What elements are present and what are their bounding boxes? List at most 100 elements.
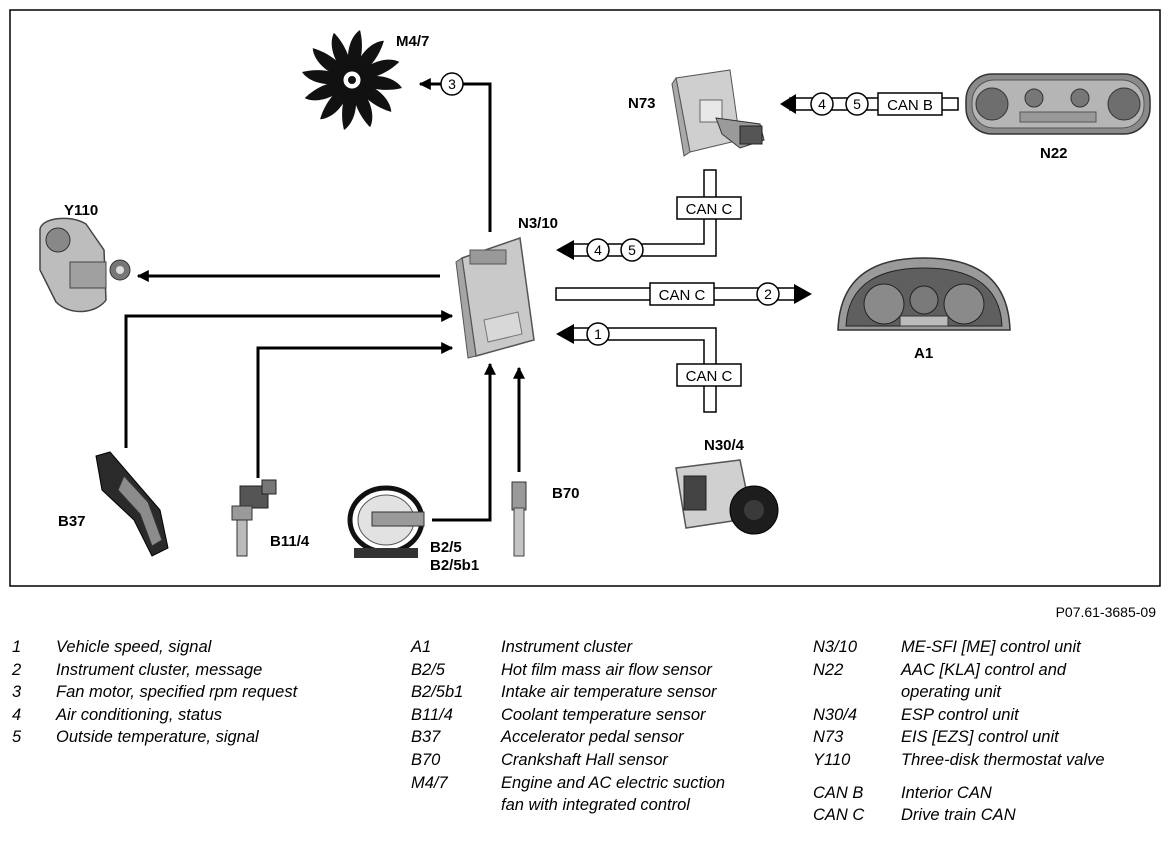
me-control-unit-illustration bbox=[455, 236, 535, 359]
label-n304: N30/4 bbox=[704, 437, 745, 454]
label-y110: Y110 bbox=[64, 202, 98, 219]
can-b-box bbox=[877, 92, 943, 116]
label-a1: A1 bbox=[914, 345, 933, 362]
label-b25b1: B2/5b1 bbox=[430, 557, 479, 574]
figure-reference: P07.61-3685-09 bbox=[1055, 604, 1156, 620]
eis-control-unit-illustration bbox=[671, 69, 765, 157]
legend-row: 1 Vehicle speed, signal bbox=[12, 636, 297, 659]
legend-signals: 1 Vehicle speed, signal 2 Instrument clust… bbox=[12, 636, 297, 749]
fan-motor-illustration bbox=[302, 30, 402, 130]
can-c-box-upper bbox=[676, 196, 742, 220]
legend-key: 1 bbox=[12, 638, 22, 656]
legend-row: operating unit bbox=[813, 681, 1105, 704]
legend-key: B37 bbox=[411, 728, 441, 747]
legend-text: Outside temperature, signal bbox=[56, 728, 259, 747]
can-c-label-middle: CAN C bbox=[659, 287, 706, 304]
legend-key-spacer bbox=[411, 794, 501, 817]
legend-text: EIS [EZS] control unit bbox=[901, 728, 1059, 747]
legend-key: B70 bbox=[411, 750, 441, 769]
signal-circle-n304 bbox=[586, 322, 610, 346]
legend-key: 3 bbox=[12, 683, 22, 702]
legend-text: Coolant temperature sensor bbox=[501, 705, 706, 724]
signal-number-n73-b: 5 bbox=[853, 96, 861, 112]
esp-control-unit-illustration bbox=[675, 459, 779, 535]
legend-row: B2/5b1 Intake air temperature sensor bbox=[411, 681, 725, 704]
signal-number-n310-b: 5 bbox=[628, 242, 636, 258]
aac-control-panel-illustration bbox=[965, 73, 1151, 135]
legend-key: Y110 bbox=[813, 750, 851, 769]
legend-row: 4 Air conditioning, status bbox=[12, 704, 297, 727]
legend-text: AAC [KLA] control and bbox=[901, 660, 1067, 679]
legend-text: Drive train CAN bbox=[901, 806, 1016, 825]
signal-lines bbox=[124, 78, 525, 522]
legend-key: 4 bbox=[12, 705, 22, 724]
legend-text: Accelerator pedal sensor bbox=[501, 728, 684, 747]
legend-text: Vehicle speed, signal bbox=[56, 638, 212, 656]
legend-text: operating unit bbox=[901, 683, 1001, 702]
legend-text: Fan motor, specified rpm request bbox=[56, 683, 298, 702]
accelerator-pedal-illustration bbox=[95, 451, 169, 557]
legend-text: Hot film mass air flow sensor bbox=[501, 660, 712, 679]
legend-row: B70 Crankshaft Hall sensor bbox=[411, 749, 725, 772]
signal-circle-fan bbox=[440, 72, 464, 96]
label-b114: B11/4 bbox=[270, 533, 310, 550]
legend-row: 5 Outside temperature, signal bbox=[12, 726, 297, 749]
can-c-bus-upper bbox=[556, 169, 717, 260]
signal-number-fan: 3 bbox=[448, 76, 456, 92]
legend-text: Crankshaft Hall sensor bbox=[501, 750, 668, 769]
legend-row: Y110 Three-disk thermostat valve bbox=[813, 749, 1105, 772]
legend-text: Air conditioning, status bbox=[56, 705, 223, 724]
legend-row: 2 Instrument cluster, message bbox=[12, 659, 297, 682]
can-c-label-upper: CAN C bbox=[686, 201, 733, 218]
legend-key: N30/4 bbox=[813, 705, 858, 724]
signal-circle-n73-b bbox=[845, 92, 869, 116]
signal-number-n310-a: 4 bbox=[594, 242, 602, 258]
label-n310: N3/10 bbox=[518, 215, 558, 232]
label-n22: N22 bbox=[1040, 145, 1068, 162]
label-n73: N73 bbox=[628, 95, 656, 112]
legend-key: B2/5b1 bbox=[411, 683, 464, 702]
legend-row: fan with integrated control bbox=[411, 794, 725, 817]
legend-key: N22 bbox=[813, 660, 844, 679]
legend-row: N22 AAC [KLA] control and bbox=[813, 659, 1105, 682]
can-b-label: CAN B bbox=[887, 97, 933, 114]
coolant-sensor-illustration bbox=[231, 479, 277, 557]
legend-text: Interior CAN bbox=[901, 783, 992, 802]
legend-row: A1 Instrument cluster bbox=[411, 636, 725, 659]
legend-key: A1 bbox=[411, 638, 432, 656]
signal-number-a1: 2 bbox=[764, 286, 772, 302]
signal-circle-n310-a bbox=[586, 238, 610, 262]
legend-text: ESP control unit bbox=[901, 705, 1019, 724]
legend-text: Intake air temperature sensor bbox=[501, 683, 717, 702]
legend-row: M4/7 Engine and AC electric suction bbox=[411, 772, 725, 795]
legend-row: N73 EIS [EZS] control unit bbox=[813, 726, 1105, 749]
legend-key: B2/5 bbox=[411, 660, 445, 679]
wiring-diagram: CAN B CAN C CAN C CAN C 3 4 5 4 5 2 1 M4… bbox=[9, 9, 1161, 587]
legend-text: Engine and AC electric suction bbox=[501, 773, 726, 792]
can-c-label-lower: CAN C bbox=[686, 368, 733, 385]
signal-number-n304: 1 bbox=[594, 326, 602, 342]
signal-circle-n310-b bbox=[620, 238, 644, 262]
instrument-cluster-illustration bbox=[837, 257, 1011, 331]
air-mass-sensor-illustration bbox=[347, 485, 425, 558]
label-b25: B2/5 bbox=[430, 539, 462, 556]
legend-key: 5 bbox=[12, 728, 22, 747]
signal-circle-a1 bbox=[756, 282, 780, 306]
legend-key: N73 bbox=[813, 728, 844, 747]
legend-key-spacer bbox=[813, 681, 901, 704]
legend-components-a: A1 Instrument cluster B2/5 Hot film mass a… bbox=[411, 636, 725, 817]
legend-text: Instrument cluster, message bbox=[56, 660, 263, 679]
thermostat-valve-illustration bbox=[39, 217, 131, 313]
legend-key: M4/7 bbox=[411, 773, 448, 792]
legend-text: Three-disk thermostat valve bbox=[901, 750, 1105, 769]
legend-text: Instrument cluster bbox=[501, 638, 633, 656]
legend-key: 2 bbox=[12, 660, 22, 679]
signal-circle-n73-a bbox=[810, 92, 834, 116]
legend-row: 3 Fan motor, specified rpm request bbox=[12, 681, 297, 704]
legend-text: fan with integrated control bbox=[501, 796, 690, 815]
